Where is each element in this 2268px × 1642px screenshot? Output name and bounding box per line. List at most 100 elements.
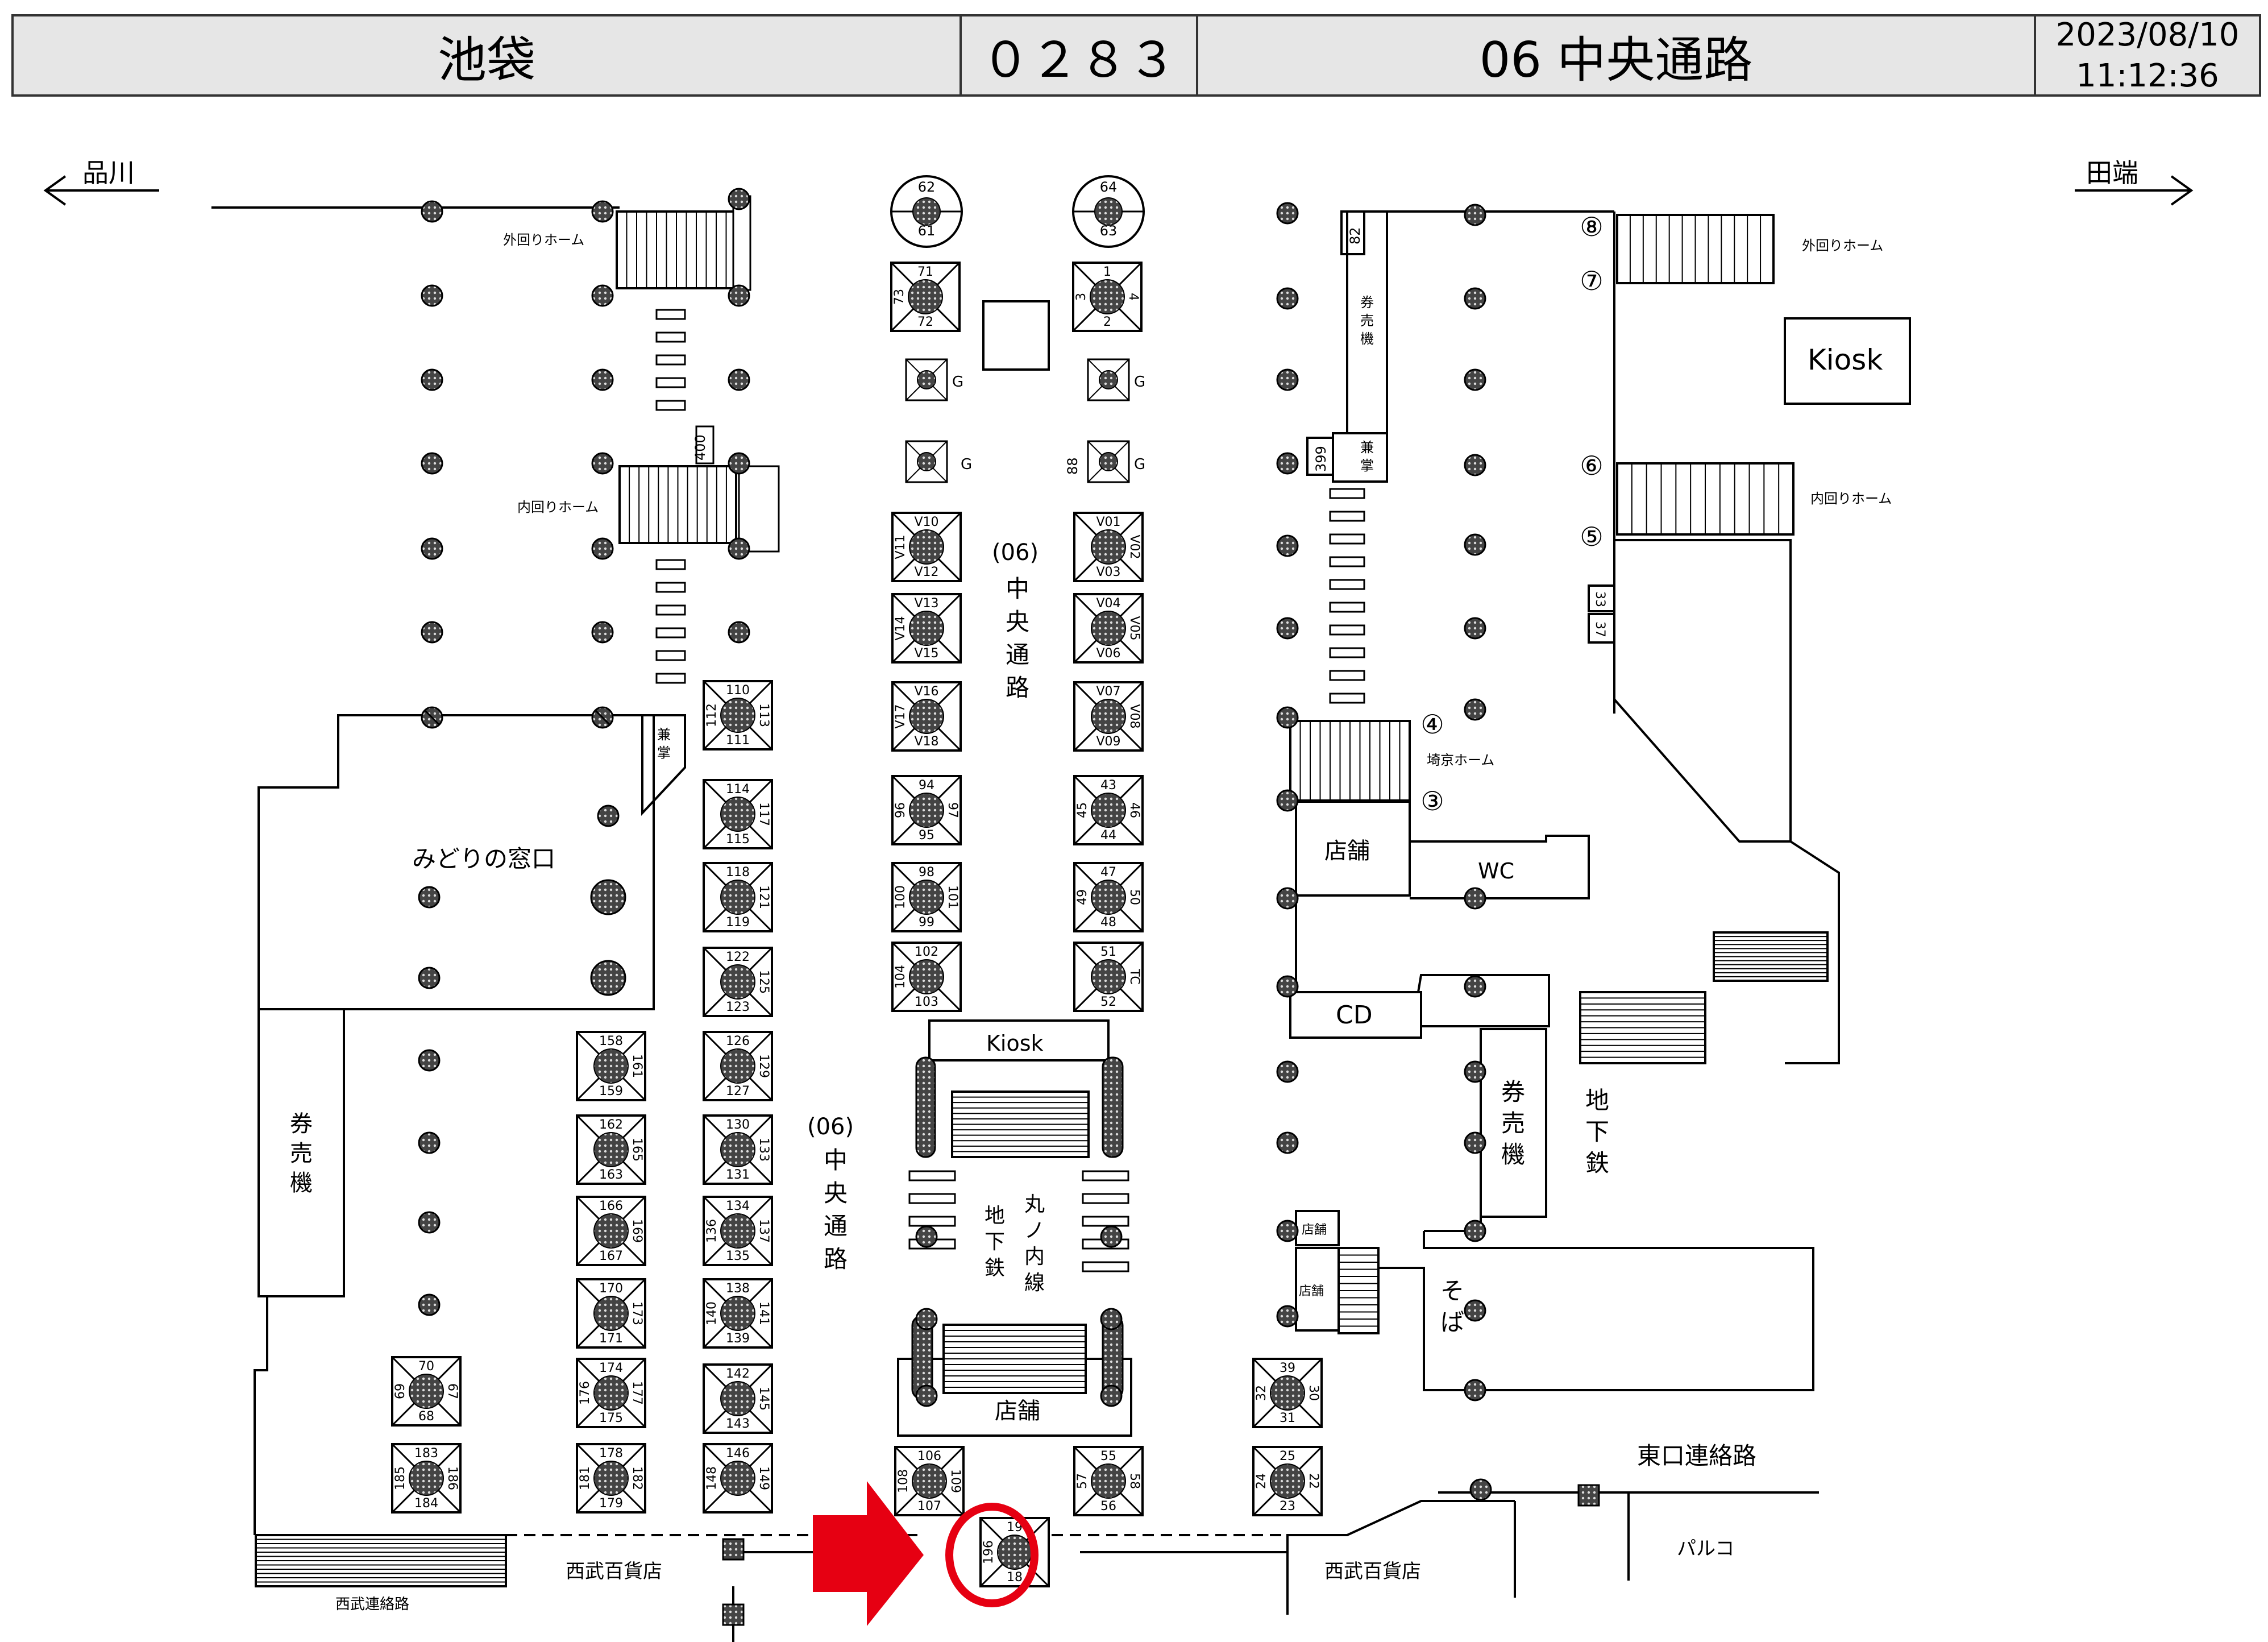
round-gate-number-top: 62: [918, 179, 936, 195]
svg-text:路: 路: [1006, 674, 1029, 702]
higashi-renraku-label: 東口連絡路: [1637, 1442, 1756, 1470]
gate-number-top: 98: [919, 865, 934, 880]
direction-left-arrow: [43, 175, 159, 206]
pillar: [1276, 287, 1299, 310]
kiosk-center-label: Kiosk: [986, 1031, 1044, 1056]
bridge-bar: [908, 1216, 956, 1227]
gate-number-right: 165: [630, 1138, 644, 1162]
pillar: [591, 200, 614, 223]
g-gate-pillar: [917, 370, 936, 389]
station-name: 池袋: [438, 32, 535, 89]
svg-text:ノ: ノ: [1024, 1219, 1045, 1242]
stair-rail: [915, 1056, 936, 1158]
kiosk-upper-box: [1784, 317, 1911, 405]
svg-text:売: 売: [290, 1141, 313, 1167]
svg-text:地: 地: [1585, 1087, 1609, 1114]
g-gate-pillar: [1099, 370, 1118, 389]
gate-number-top: 118: [726, 865, 750, 880]
pillar: [1276, 202, 1299, 225]
pillar-cross: [424, 710, 440, 725]
pillar: [1469, 1478, 1492, 1501]
svg-text:売: 売: [1501, 1109, 1525, 1137]
pillar: [421, 452, 443, 475]
gate-number-bottom: 23: [1280, 1499, 1295, 1514]
gate-number-bottom: 2: [1103, 315, 1111, 329]
shop-small-1: 店舗: [1302, 1223, 1327, 1237]
passage-cell: 06 中央通路: [1196, 14, 2036, 97]
direction-right-label: 田端: [2086, 157, 2138, 188]
bridge-bar: [655, 559, 686, 570]
gate-number-right: 129: [757, 1054, 771, 1078]
gate-number-left: 96: [894, 802, 908, 818]
bridge-bar: [655, 604, 686, 616]
gate-number-left: V11: [894, 534, 908, 559]
gate-number-right: 4: [1126, 293, 1140, 301]
gate-number-top: 114: [726, 782, 750, 797]
pillar: [418, 1293, 441, 1316]
ticket-machine-vertical-label: 券売機: [1360, 295, 1374, 347]
gate-number-top: 162: [599, 1118, 623, 1132]
gate-number-right: 67: [445, 1383, 459, 1399]
pillar: [1464, 1379, 1486, 1401]
gate-number-top: V13: [914, 596, 938, 611]
gate-number-bottom: 123: [726, 1000, 750, 1014]
gate-number-top: 142: [726, 1367, 750, 1381]
platform-8: ⑧: [1580, 212, 1603, 242]
box-400: [695, 425, 715, 465]
saikyo-home: 埼京ホーム: [1427, 752, 1494, 768]
gate-number-top: 158: [599, 1034, 623, 1048]
shop-small-2: 店舗: [1299, 1284, 1324, 1299]
stair-marunouchi-lower: [942, 1324, 1087, 1394]
station-code-cell: ０２８３: [959, 14, 1198, 97]
marker-square: [722, 1538, 745, 1561]
gate-number-left: 69: [393, 1383, 408, 1399]
pillar: [591, 537, 614, 560]
gate-number-top: 43: [1100, 778, 1116, 793]
bridge-bar: [1329, 511, 1365, 522]
gate-number-right: V08: [1127, 704, 1141, 728]
svg-text:央: 央: [1006, 608, 1029, 636]
gate-number-bottom: 171: [599, 1332, 623, 1346]
